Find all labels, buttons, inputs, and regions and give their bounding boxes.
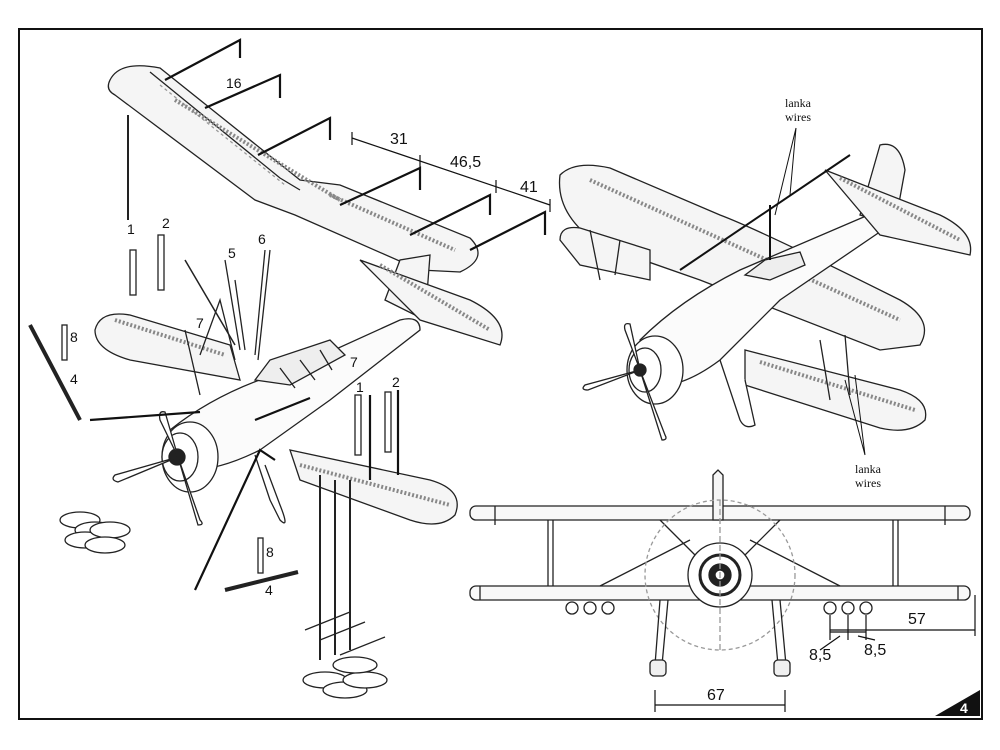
front-dimension-67: 67 — [707, 687, 725, 704]
page-number: 4 — [960, 700, 968, 716]
av-lower-wing — [559, 226, 651, 281]
front-dimension-8-5a: 8,5 — [809, 647, 832, 664]
lower-wing-left — [94, 313, 241, 381]
bomb-cluster-bottom — [302, 611, 388, 699]
assembled-view — [558, 143, 972, 441]
leader-lines — [89, 38, 547, 591]
part-label-1: 1 — [127, 221, 135, 237]
lanka-wires-note-upper: lanka wires — [775, 96, 821, 124]
note-line: lanka — [785, 96, 811, 110]
front-dimension-57: 57 — [908, 611, 926, 628]
lanka-wires-note-lower: lanka wires — [845, 462, 891, 490]
canopy — [253, 339, 347, 386]
part-label-2: 2 — [162, 215, 170, 231]
landing-gear — [254, 454, 286, 524]
bomb-cluster-left — [59, 511, 131, 554]
lower-wing-right — [289, 449, 458, 525]
wing-dimension-41: 41 — [520, 179, 538, 196]
av-rigging-wires — [679, 154, 851, 271]
part-label-8: 8 — [266, 544, 274, 560]
page-frame — [18, 28, 983, 720]
tailplane — [359, 259, 503, 346]
note-line: wires — [855, 476, 881, 490]
part-label-7: 7 — [196, 315, 204, 331]
page-corner-mark — [935, 690, 980, 716]
front-dimension-lines — [654, 595, 976, 712]
front-view — [469, 469, 971, 677]
fuselage — [169, 318, 421, 471]
wing-dimension-line — [351, 132, 551, 212]
front-dimension-8-5b: 8,5 — [864, 642, 887, 659]
propeller — [112, 411, 203, 526]
part-label-7: 7 — [350, 354, 358, 370]
note-line: wires — [785, 110, 811, 124]
note-line: lanka — [855, 462, 881, 476]
part-label-6: 6 — [258, 231, 266, 247]
part-label-4: 4 — [70, 371, 78, 387]
exploded-view — [28, 65, 503, 699]
part-label-5: 5 — [228, 245, 236, 261]
av-propeller — [582, 322, 667, 441]
part-label-1: 1 — [356, 379, 364, 395]
part-label-4: 4 — [265, 582, 273, 598]
wing-dimension-46-5: 46,5 — [450, 154, 482, 171]
part-label-2: 2 — [392, 374, 400, 390]
note-pointers — [774, 127, 866, 456]
part-label-16: 16 — [226, 75, 242, 91]
part-label-8: 8 — [70, 329, 78, 345]
wing-dimension-31: 31 — [390, 131, 408, 148]
